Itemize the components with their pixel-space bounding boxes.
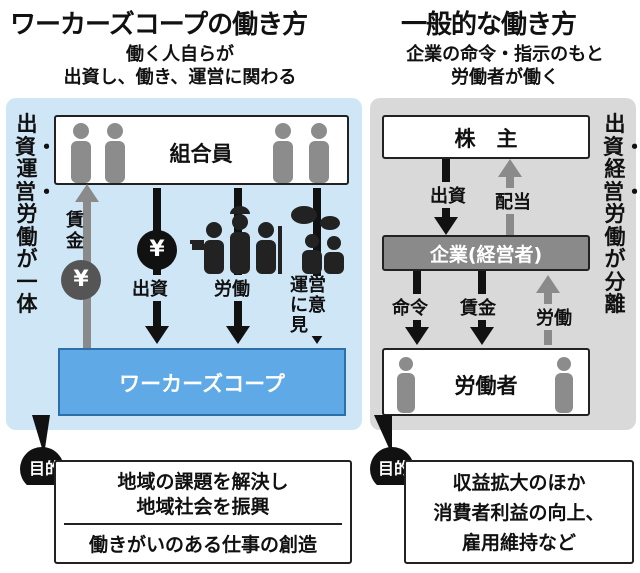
left-purpose-1: 地域の課題を解決し: [117, 471, 289, 493]
members-label: 組合員: [136, 138, 266, 168]
left-purpose-divider: [64, 523, 342, 525]
right-invest-label: 出資: [430, 182, 466, 208]
left-title: ワーカーズコープの働き方: [10, 10, 308, 40]
members-box: [54, 115, 349, 185]
workers-people: [397, 357, 573, 413]
members-people: [71, 123, 329, 183]
labor-label: 労働: [214, 275, 250, 301]
company-box: [382, 235, 590, 271]
right-purpose-1: 収益拡大のほか: [452, 472, 586, 494]
left-subtitle-1: 働く人自らが: [126, 44, 234, 65]
left-purpose-pointer: [20, 415, 64, 485]
right-wage-label: 賃金: [460, 294, 496, 320]
right-purpose-box: [404, 460, 634, 564]
left-purpose-box: [54, 460, 352, 564]
dividend-label: 配当: [495, 188, 531, 214]
right-purpose-3: 雇用維持など: [461, 532, 576, 554]
invest-yen-coin: ¥: [137, 230, 177, 270]
right-side-label: 出資・経営・労働が分離: [603, 112, 640, 316]
right-purpose-tag: 目的: [377, 459, 410, 478]
wage-label: 賃金: [66, 210, 84, 252]
left-purpose-2: 地域社会を振興: [136, 496, 270, 518]
left-purpose-tag: 目的: [28, 459, 61, 478]
right-purpose-2: 消費者利益の向上、: [433, 502, 605, 524]
right-labor-label: 労働: [536, 304, 572, 330]
workers-label: 労働者: [430, 370, 542, 400]
right-purpose-pointer: [370, 415, 414, 485]
opinion-figures: [291, 206, 344, 274]
shareholders-label: 株 主: [454, 127, 518, 151]
left-side-label: 出資・運営・労働が一体: [15, 112, 57, 316]
right-subtitle-2: 労働者が働く: [451, 67, 559, 88]
coop-label: ワーカーズコープ: [119, 372, 285, 396]
invest-label: 出資: [132, 275, 168, 301]
right-subtitle-1: 企業の命令・指示のもと: [406, 44, 604, 65]
company-label: 企業(経営者): [429, 244, 543, 266]
opinion-label: 運営に意見: [290, 276, 342, 336]
right-title: 一般的な働き方: [401, 10, 577, 40]
left-purpose-3: 働きがいのある仕事の創造: [88, 534, 317, 556]
worker-figures: [190, 206, 282, 274]
wage-yen-coin: ¥: [61, 260, 101, 300]
left-subtitle-2: 出資し、働き、運営に関わる: [63, 67, 297, 88]
shareholders-box: [382, 115, 590, 159]
order-label: 命令: [392, 294, 428, 320]
coop-box: [58, 348, 346, 416]
